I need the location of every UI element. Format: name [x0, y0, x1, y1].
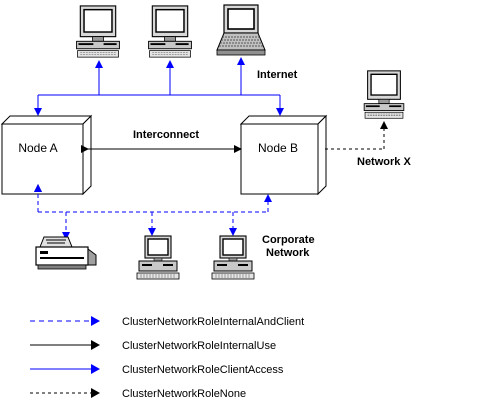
- legend: ClusterNetworkRoleInternalAndClient Clus…: [30, 316, 304, 400]
- legend-item: ClusterNetworkRoleInternalAndClient: [30, 316, 304, 328]
- desktop-computer-icon: [211, 235, 255, 280]
- legend-item: ClusterNetworkRoleNone: [30, 388, 246, 400]
- desktop-computer-icon: [136, 235, 180, 280]
- legend-item: ClusterNetworkRoleInternalUse: [30, 340, 276, 352]
- legend-label: ClusterNetworkRoleInternalUse: [122, 340, 276, 352]
- corporate-network-label-line1: Corporate: [262, 234, 315, 246]
- node-b-label: Node B: [258, 141, 298, 155]
- legend-arrowhead: [91, 340, 100, 350]
- node-b-box: Node B: [239, 114, 328, 196]
- monitor-icon: [75, 5, 121, 58]
- node-a-label: Node A: [18, 141, 57, 155]
- network-x-label: Network X: [357, 156, 411, 168]
- interconnect-label: Interconnect: [133, 129, 199, 141]
- legend-item: ClusterNetworkRoleClientAccess: [30, 364, 284, 376]
- monitor-icon: [147, 5, 193, 58]
- laptop-icon: [216, 4, 266, 56]
- legend-label: ClusterNetworkRoleInternalAndClient: [122, 316, 304, 328]
- legend-arrowhead: [91, 316, 100, 326]
- node-a-box: Node A: [0, 114, 93, 196]
- legend-arrowhead: [91, 388, 100, 398]
- legend-label: ClusterNetworkRoleClientAccess: [122, 364, 284, 376]
- legend-label: ClusterNetworkRoleNone: [122, 388, 246, 400]
- node-a-corporate-arrowhead: [34, 184, 42, 192]
- printer-icon: [35, 236, 97, 270]
- legend-arrowhead: [91, 364, 100, 374]
- network-x-line: [325, 121, 388, 150]
- corporate-network-label-line2: Network: [266, 247, 310, 259]
- internet-label: Internet: [257, 69, 298, 81]
- monitor-icon: [363, 70, 405, 120]
- internet-client-access-lines: [34, 57, 284, 116]
